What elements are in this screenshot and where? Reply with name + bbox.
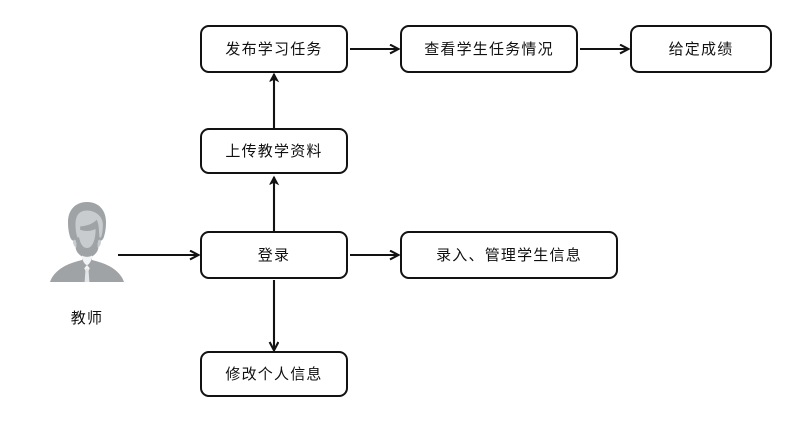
actor-label: 教师	[70, 309, 104, 327]
node-manage-students[interactable]: 录入、管理学生信息	[400, 231, 618, 279]
node-view-task-status[interactable]: 查看学生任务情况	[400, 25, 578, 73]
node-login-label: 登录	[257, 245, 291, 264]
node-login[interactable]: 登录	[200, 231, 348, 279]
node-give-grade-label: 给定成绩	[668, 39, 734, 58]
node-manage-students-label: 录入、管理学生信息	[436, 245, 582, 264]
node-edit-profile-label: 修改个人信息	[225, 364, 323, 383]
node-upload-material[interactable]: 上传教学资料	[200, 128, 348, 174]
node-upload-material-label: 上传教学资料	[225, 141, 323, 160]
node-view-task-status-label: 查看学生任务情况	[424, 39, 554, 58]
node-edit-profile[interactable]: 修改个人信息	[200, 351, 348, 397]
node-give-grade[interactable]: 给定成绩	[630, 25, 772, 73]
person-avatar-icon	[50, 202, 124, 282]
node-publish-task-label: 发布学习任务	[225, 39, 323, 58]
node-publish-task[interactable]: 发布学习任务	[200, 25, 348, 73]
